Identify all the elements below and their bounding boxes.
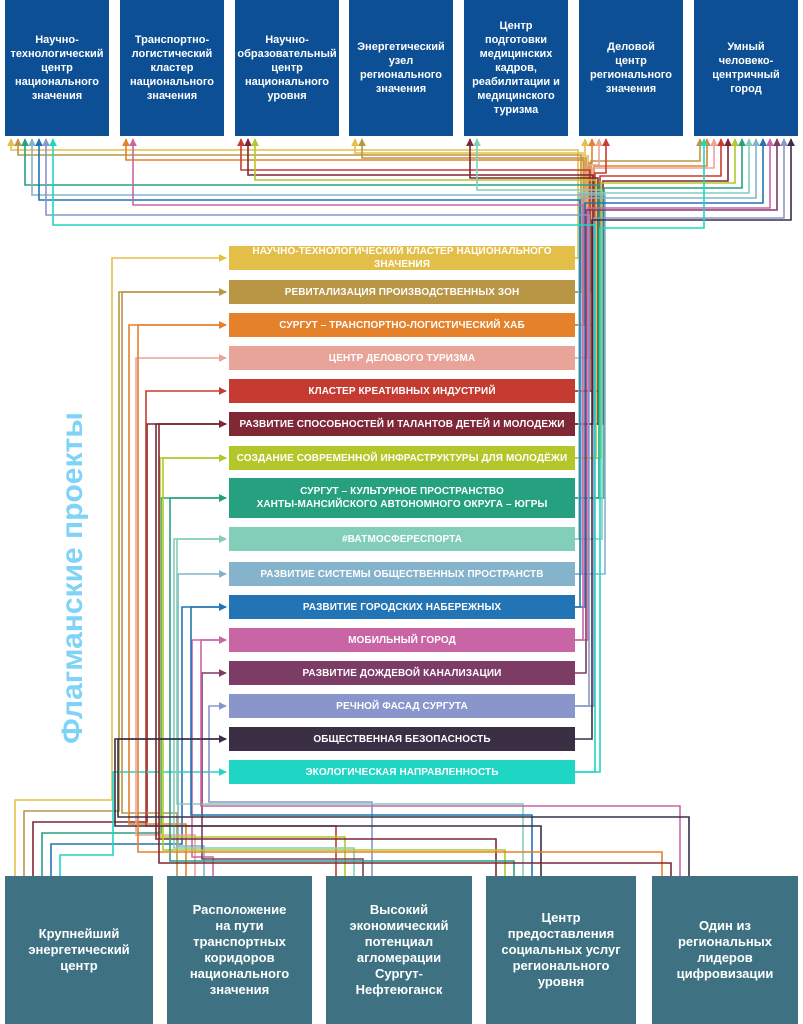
foundation-box-1: Крупнейший энергетический центр xyxy=(5,876,153,1024)
goal-box-3: Научно- образовательный центр национальн… xyxy=(235,0,339,136)
foundation-box-4: Центр предоставления социальных услуг ре… xyxy=(486,876,636,1024)
project-bar-3: СУРГУТ – ТРАНСПОРТНО-ЛОГИСТИЧЕСКИЙ ХАБ xyxy=(229,313,575,337)
link-foundation-4-project-9 xyxy=(176,535,524,876)
project-bar-14: РЕЧНОЙ ФАСАД СУРГУТА xyxy=(229,694,575,718)
link-project-1-goal-4 xyxy=(351,138,584,259)
link-project-13-goal-7 xyxy=(575,138,781,674)
link-project-1-goal-1 xyxy=(7,138,579,259)
link-foundation-4-project-11 xyxy=(190,603,533,876)
project-bar-10: РАЗВИТИЕ СИСТЕМЫ ОБЩЕСТВЕННЫХ ПРОСТРАНСТ… xyxy=(229,562,575,586)
project-bar-8: СУРГУТ – КУЛЬТУРНОЕ ПРОСТРАНСТВО ХАНТЫ-М… xyxy=(229,478,575,518)
flagship-projects-title: Флагманские проекты xyxy=(56,412,90,744)
link-foundation-1-project-1 xyxy=(14,254,227,876)
project-bar-12: МОБИЛЬНЫЙ ГОРОД xyxy=(229,628,575,652)
goal-box-5: Центр подготовки медицинских кадров, реа… xyxy=(464,0,568,136)
foundation-box-5: Один из региональных лидеров цифровизаци… xyxy=(652,876,798,1024)
link-foundation-3-project-13 xyxy=(201,669,364,876)
link-foundation-4-project-8 xyxy=(169,494,515,876)
goal-box-2: Транспортно- логистический кластер нацио… xyxy=(120,0,224,136)
project-bar-1: НАУЧНО-ТЕХНОЛОГИЧЕСКИЙ КЛАСТЕР НАЦИОНАЛЬ… xyxy=(229,246,575,270)
link-foundation-5-project-15 xyxy=(117,735,690,876)
link-foundation-2-project-10 xyxy=(177,570,227,876)
goal-box-6: Деловой центр регионального значения xyxy=(579,0,683,136)
project-bar-11: РАЗВИТИЕ ГОРОДСКИХ НАБЕРЕЖНЫХ xyxy=(229,595,575,619)
link-project-11-goal-7 xyxy=(575,138,767,608)
link-foundation-4-project-7 xyxy=(162,454,506,876)
link-foundation-5-project-12 xyxy=(200,636,681,876)
link-project-15-goal-7 xyxy=(575,138,795,740)
goal-box-7: Умный человеко- центричный город xyxy=(694,0,798,136)
link-project-9-goal-7 xyxy=(575,138,753,540)
project-bar-6: РАЗВИТИЕ СПОСОБНОСТЕЙ И ТАЛАНТОВ ДЕТЕЙ И… xyxy=(229,412,575,436)
link-foundation-5-project-6 xyxy=(158,420,672,876)
goal-box-1: Научно- технологический центр национальн… xyxy=(5,0,109,136)
project-bar-13: РАЗВИТИЕ ДОЖДЕВОЙ КАНАЛИЗАЦИИ xyxy=(229,661,575,685)
link-foundation-5-project-3 xyxy=(137,321,663,876)
link-project-14-goal-7 xyxy=(575,138,788,707)
foundation-box-2: Расположение на пути транспортных коридо… xyxy=(167,876,312,1024)
link-project-9-goal-5 xyxy=(473,138,603,540)
link-foundation-2-project-4 xyxy=(135,354,227,876)
link-project-5-goal-7 xyxy=(575,138,725,392)
link-foundation-2-project-2 xyxy=(121,288,227,876)
goal-box-4: Энергетический узел регионального значен… xyxy=(349,0,453,136)
project-bar-4: ЦЕНТР ДЕЛОВОГО ТУРИЗМА xyxy=(229,346,575,370)
connector-lines xyxy=(7,138,795,876)
project-bar-9: #ВАТМОСФЕРЕСПОРТА xyxy=(229,527,575,551)
project-bar-2: РЕВИТАЛИЗАЦИЯ ПРОИЗВОДСТВЕННЫХ ЗОН xyxy=(229,280,575,304)
project-bar-15: ОБЩЕСТВЕННАЯ БЕЗОПАСНОСТЬ xyxy=(229,727,575,751)
foundation-box-3: Высокий экономический потенциал агломера… xyxy=(326,876,472,1024)
project-bar-7: СОЗДАНИЕ СОВРЕМЕННОЙ ИНФРАСТРУКТУРЫ ДЛЯ … xyxy=(229,446,575,470)
link-project-16-goal-7 xyxy=(575,138,708,773)
link-foundation-1-project-16 xyxy=(59,768,227,876)
link-project-12-goal-7 xyxy=(575,138,774,641)
project-bar-16: ЭКОЛОГИЧЕСКАЯ НАПРАВЛЕННОСТЬ xyxy=(229,760,575,784)
project-bar-5: КЛАСТЕР КРЕАТИВНЫХ ИНДУСТРИЙ xyxy=(229,379,575,403)
